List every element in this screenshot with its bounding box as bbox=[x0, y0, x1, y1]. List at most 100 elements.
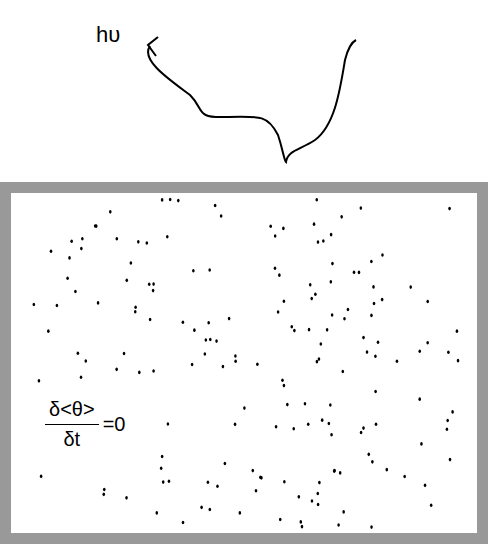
particle-dots bbox=[33, 198, 460, 529]
particle-dot bbox=[109, 210, 112, 214]
particle-dot bbox=[315, 198, 318, 202]
particle-dot bbox=[169, 198, 172, 202]
particle-dot bbox=[68, 256, 71, 260]
particle-dot bbox=[160, 466, 163, 470]
particle-dot bbox=[234, 423, 237, 427]
particle-dot bbox=[208, 268, 211, 272]
particle-dot bbox=[371, 460, 374, 464]
particle-dot bbox=[333, 469, 336, 473]
particle-dot bbox=[282, 227, 285, 231]
particle-dot bbox=[426, 300, 429, 304]
particle-dot bbox=[161, 198, 164, 202]
particle-dot bbox=[326, 328, 329, 332]
particle-dot bbox=[301, 525, 304, 529]
particle-dot bbox=[328, 422, 331, 426]
particle-dot bbox=[191, 363, 194, 367]
particle-dot bbox=[214, 204, 217, 208]
particle-dot bbox=[130, 261, 133, 265]
particle-dot bbox=[420, 442, 423, 446]
fraction-bar bbox=[45, 424, 99, 425]
particle-dot bbox=[396, 359, 399, 363]
particle-dot bbox=[243, 406, 246, 410]
particle-dot bbox=[207, 480, 210, 484]
particle-dot bbox=[339, 471, 342, 475]
particle-dot bbox=[317, 492, 320, 496]
particle-dot bbox=[215, 339, 218, 343]
particle-dot bbox=[209, 338, 212, 342]
particle-dot bbox=[322, 239, 325, 243]
particle-dot bbox=[152, 289, 155, 293]
particle-dot bbox=[446, 419, 449, 423]
particle-dot bbox=[47, 329, 50, 333]
particle-dot bbox=[81, 237, 84, 241]
particle-dot bbox=[329, 403, 332, 407]
particle-dot bbox=[286, 403, 289, 407]
particle-dot bbox=[353, 271, 356, 275]
particle-dot bbox=[318, 481, 321, 485]
particle-dot bbox=[342, 510, 345, 514]
particle-dot bbox=[148, 282, 151, 286]
particle-dot bbox=[320, 342, 323, 346]
numerator: δ<θ> bbox=[45, 398, 99, 424]
particle-dot bbox=[168, 479, 171, 483]
particle-dot bbox=[251, 469, 254, 473]
particle-dot bbox=[446, 427, 449, 431]
particle-dot bbox=[418, 349, 421, 353]
particle-dot bbox=[103, 488, 106, 492]
particle-dot bbox=[192, 269, 195, 273]
particle-dot bbox=[50, 249, 53, 253]
particle-dot bbox=[234, 359, 237, 363]
particle-dot bbox=[375, 422, 378, 426]
particle-dot bbox=[426, 341, 429, 345]
particle-dot bbox=[283, 299, 286, 303]
particle-dot bbox=[330, 433, 333, 437]
particle-dot bbox=[209, 508, 212, 512]
particle-dot bbox=[255, 489, 258, 493]
particle-dot bbox=[343, 317, 346, 321]
particle-dot bbox=[317, 503, 320, 507]
particle-dot bbox=[424, 484, 427, 488]
particle-dot bbox=[138, 371, 141, 375]
particle-dot bbox=[97, 301, 100, 305]
particle-dot bbox=[161, 455, 164, 459]
particle-dot bbox=[70, 239, 73, 243]
particle-dot bbox=[340, 215, 343, 219]
particle-dot bbox=[207, 321, 210, 325]
particle-dot bbox=[298, 495, 301, 499]
particle-dot bbox=[448, 207, 451, 211]
particle-dot bbox=[77, 351, 80, 355]
particle-dot bbox=[80, 375, 83, 379]
particle-dot bbox=[373, 302, 376, 306]
particle-dot bbox=[277, 310, 280, 314]
particle-dot bbox=[360, 431, 363, 435]
particle-dot bbox=[269, 224, 272, 228]
particle-dot bbox=[292, 427, 295, 431]
particle-dot bbox=[304, 402, 307, 406]
arrowhead bbox=[148, 37, 158, 56]
particle-dot bbox=[56, 304, 59, 308]
particle-dot bbox=[283, 480, 286, 484]
particle-dot bbox=[278, 273, 281, 277]
particle-dot bbox=[370, 525, 373, 529]
particle-dot bbox=[123, 352, 126, 356]
photon-label: hυ bbox=[96, 22, 120, 48]
particle-dot bbox=[40, 475, 43, 479]
particle-dot bbox=[116, 237, 119, 241]
particle-dot bbox=[381, 253, 384, 257]
particle-dot bbox=[94, 224, 97, 228]
particle-dot bbox=[316, 360, 319, 364]
equals-zero: =0 bbox=[103, 413, 126, 436]
particle-dot bbox=[162, 480, 165, 484]
particle-dot bbox=[360, 206, 363, 210]
particle-dot bbox=[146, 241, 149, 245]
particle-dot bbox=[449, 458, 452, 462]
particle-dot bbox=[310, 297, 313, 301]
particle-dot bbox=[152, 282, 155, 286]
particle-dot bbox=[275, 425, 278, 429]
particle-dot bbox=[321, 418, 324, 422]
particle-dot bbox=[125, 279, 128, 283]
particle-dot bbox=[331, 313, 334, 317]
particle-dot bbox=[372, 285, 375, 289]
particle-dot bbox=[366, 350, 369, 354]
